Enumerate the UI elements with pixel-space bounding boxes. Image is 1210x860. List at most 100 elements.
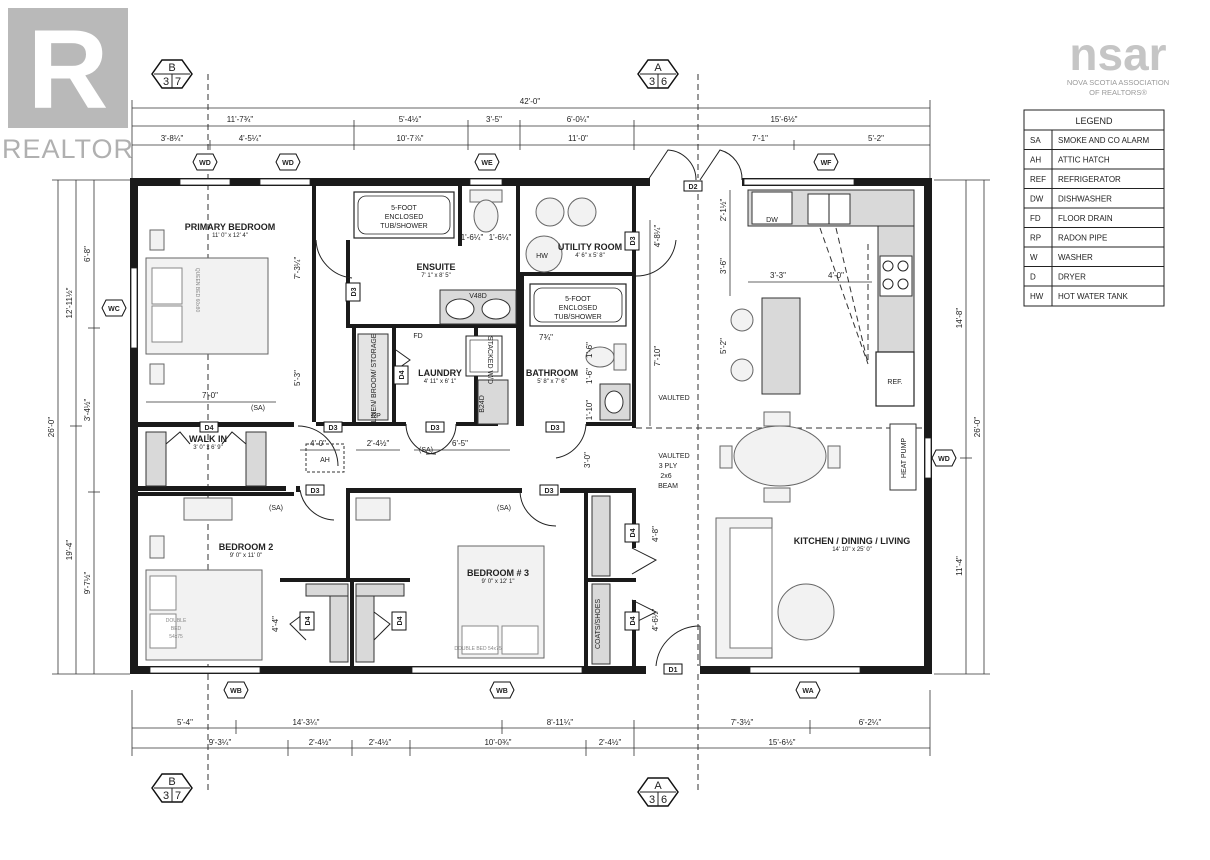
dim-bottom: 5'-4": [177, 718, 193, 727]
hot-water-tank-icon: [525, 235, 563, 273]
realtor-logo: R REALTOR: [2, 7, 134, 164]
tub-label: ENCLOSED: [385, 214, 424, 221]
dim-top: 7'-1": [752, 134, 768, 143]
stacked-wd-label: STACKED W/D: [486, 336, 493, 384]
linen-label: LINEN/ BROOM/ STORAGE: [371, 333, 378, 422]
attic-hatch-label: AH: [320, 457, 330, 464]
dim-inner: 1'-6¼": [461, 233, 484, 242]
fixtures: [353, 189, 631, 421]
dim-right: 26'-0": [973, 417, 982, 438]
legend-code: HW: [1030, 292, 1044, 301]
closets: [145, 333, 611, 665]
legend-code: DW: [1030, 195, 1044, 204]
dim-inner: 3'-0": [583, 452, 592, 468]
ensuite-tub: [353, 191, 455, 239]
dim-inner: 1'-6": [585, 342, 594, 358]
beam-label: 2x6: [660, 473, 671, 480]
section-marker-num: 3: [163, 76, 169, 88]
realtor-logo-text: REALTOR: [2, 134, 134, 164]
dim-top: 11'-7¾": [227, 115, 254, 124]
room-size: 3' 0" x 6' 9": [193, 445, 223, 451]
door-tag: D3: [431, 425, 440, 432]
dim-inner: 3'-3": [770, 271, 786, 280]
dim-inner: 7'-3¼": [293, 257, 302, 280]
dim-top: 11'-0": [568, 134, 588, 143]
section-marker-num: 3: [649, 76, 655, 88]
door-tag: D3: [630, 236, 637, 245]
room-primary-bedroom: PRIMARY BEDROOM: [185, 222, 276, 232]
vaulted-label: VAULTED: [658, 453, 689, 460]
toilet-icon: [473, 199, 499, 233]
legend-description: REFRIGERATOR: [1058, 175, 1121, 184]
dim-inner: 1'-6": [585, 368, 594, 384]
window-tag: WD: [199, 160, 211, 167]
dim-left: 9'-7½": [83, 572, 92, 595]
tub-label: TUB/SHOWER: [380, 223, 427, 230]
dim-top: 4'-5¼": [239, 134, 262, 143]
room-kitchen-dining-living: KITCHEN / DINING / LIVING: [794, 536, 911, 546]
room-size: 5' 8" x 7' 6": [537, 379, 567, 385]
dim-overall-top: 42'-0": [520, 97, 541, 106]
dim-inner: 7'-10": [653, 346, 662, 367]
room-bedroom-2: BEDROOM 2: [219, 542, 274, 552]
section-marker-letter: B: [168, 62, 175, 74]
kitchen-island: [761, 297, 801, 395]
nsar-line-1: NOVA SCOTIA ASSOCIATION: [1067, 78, 1169, 87]
window-tag: WD: [282, 160, 294, 167]
dim-left: 19'-4": [65, 540, 74, 561]
dim-inner: 7'-0": [202, 391, 218, 400]
legend-description: RADON PIPE: [1058, 234, 1107, 243]
legend-code: SA: [1030, 136, 1041, 145]
door-tag: D3: [545, 488, 554, 495]
legend-description: SMOKE AND CO ALARM: [1058, 136, 1149, 145]
dim-inner: 6'-5": [452, 439, 468, 448]
door-tag: D4: [397, 616, 404, 625]
legend-title: LEGEND: [1075, 116, 1113, 126]
bottom-dimensions: 5'-4" 14'-3¼" 8'-11¼" 7'-3½" 6'-2¼" 9'-3…: [131, 690, 931, 756]
dim-bottom: 6'-2¼": [859, 718, 882, 727]
dim-bottom: 2'-4½": [369, 738, 392, 747]
right-dimensions: 14'-8" 11'-4" 26'-0": [934, 179, 990, 675]
dim-inner: 3'-6": [719, 258, 728, 274]
dim-top: 15'-6½": [770, 115, 797, 124]
realtor-logo-mark: R: [28, 7, 109, 132]
legend-code: REF: [1030, 175, 1046, 184]
room-bathroom: BATHROOM: [526, 368, 578, 378]
room-size: 9' 0" x 11' 0": [230, 553, 262, 559]
stool-icon: [730, 308, 754, 332]
radon-pipe-label: RP: [371, 413, 381, 420]
door-tag: D4: [399, 370, 406, 379]
section-marker-letter: A: [654, 62, 662, 74]
coffee-table: [777, 583, 835, 641]
window-tag: WD: [938, 456, 950, 463]
dim-inner: 5'-3": [293, 370, 302, 386]
top-dimensions: 42'-0" 11'-7¾" 5'-4½" 3'-5" 6'-0¼" 15'-6…: [131, 97, 931, 180]
dim-inner: 2'-4½": [367, 439, 390, 448]
vaulted-label: VAULTED: [658, 395, 689, 402]
window-tag: WF: [821, 160, 833, 167]
window-tag: WE: [481, 160, 493, 167]
dim-left: 12'-11½": [65, 287, 74, 318]
room-labels: PRIMARY BEDROOM 11' 0" x 12' 4" ENSUITE …: [185, 222, 911, 585]
section-marker-num: 3: [649, 794, 655, 806]
door-tag: D4: [630, 616, 637, 625]
coats-label: COATS/SHOES: [595, 599, 602, 649]
dim-inner: 4'-0": [828, 271, 844, 280]
room-size: 7' 1" x 8' 5": [421, 273, 451, 279]
realtor-logo-square: [8, 8, 128, 128]
door-tag: D4: [305, 616, 312, 625]
legend-description: DISHWASHER: [1058, 195, 1112, 204]
exterior-walls: [130, 178, 932, 674]
dim-bottom: 2'-4½": [599, 738, 622, 747]
base-cabinet-label: B24D: [479, 395, 486, 413]
bed-label: QUEEN BED 60x80: [194, 268, 200, 313]
beam-label: BEAM: [658, 483, 678, 490]
smoke-alarm-tag: (SA): [251, 405, 265, 412]
window-tag: WA: [802, 688, 813, 695]
section-marker-b-top: B 3 7: [151, 59, 193, 89]
legend-description: WASHER: [1058, 253, 1093, 262]
kitchen: [636, 189, 924, 659]
dim-inner: 1'-6¼": [489, 233, 512, 242]
room-size: 4' 6" x 5' 8": [575, 253, 605, 259]
